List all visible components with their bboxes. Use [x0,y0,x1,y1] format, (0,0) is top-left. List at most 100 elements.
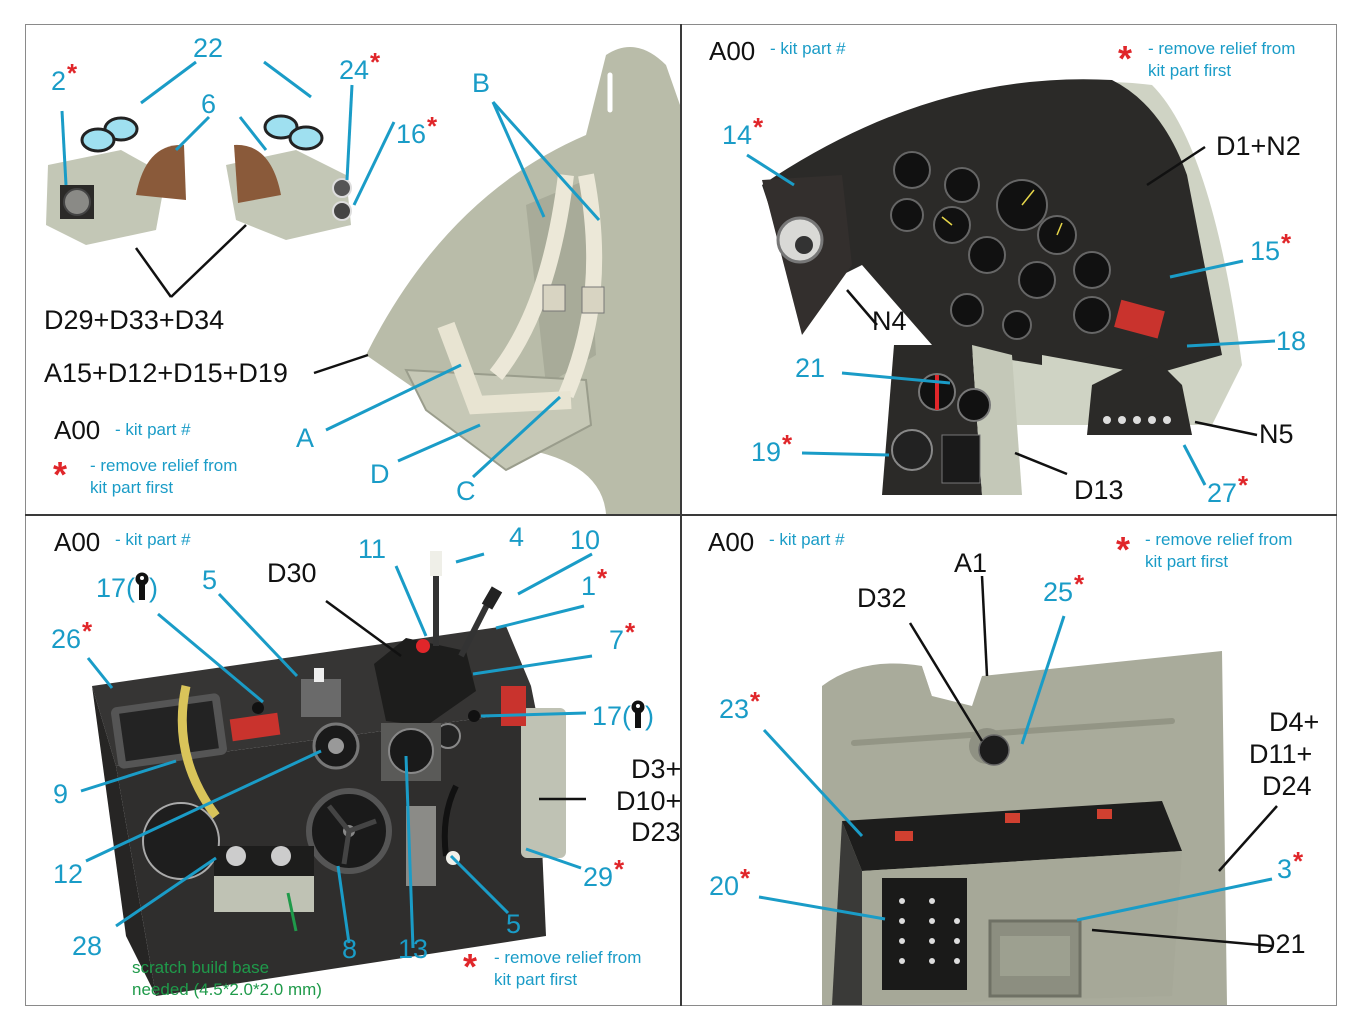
callout-5-bottom: 5 [506,909,522,939]
callout-28: 28 [72,931,103,961]
callout-13: 13 [398,934,429,964]
switch-panel [882,878,967,990]
callout-27: 27* [1207,470,1249,508]
right-console-illustration [758,575,1278,1005]
callout-5-top: 5 [202,565,218,595]
legend-star-icon: * [1118,38,1133,79]
callout-11: 11 [358,534,387,564]
panel-seat-headrests: 2* 22 24* 6 16* B D29+D33+D34 A15+D12+D1… [26,25,680,514]
callout-N5: N5 [1259,419,1294,449]
callout-14: 14* [722,112,764,150]
callout-3: 3* [1277,846,1304,884]
callout-D24: D24 [1262,771,1312,801]
callout-9: 9 [53,779,69,809]
leader-lines-black [325,599,586,801]
callout-D23: D23 [631,817,680,847]
callout-7: 7* [609,617,636,655]
callout-24: 24* [339,47,381,85]
headrest-left [46,116,186,245]
callout-B: B [472,68,491,98]
seat-illustration [46,47,680,514]
callout-17-key-right: 17() [592,700,655,731]
callout-D3: D3+ [631,754,680,784]
horizontal-divider [25,514,1337,516]
left-console-illustration [80,551,593,996]
callout-D30: D30 [267,558,317,588]
key-icon [135,572,149,600]
panel-left-console: A00 - kit part # 4 10 11 D30 1* 17() 5 7… [26,516,680,1005]
callout-D32: D32 [857,583,907,613]
callout-18: 18 [1276,326,1307,356]
callout-D4: D4+ [1269,707,1320,737]
callout-16: 16* [396,111,438,149]
callout-21: 21 [795,353,826,383]
legend-star-icon: * [463,946,478,987]
callout-D21: D21 [1256,929,1306,959]
callout-D11: D11+ [1249,739,1313,769]
gauges [890,151,1111,340]
callout-23: 23* [719,686,761,724]
harness-strap-left [489,174,574,380]
leader-lines-blue [80,552,593,949]
callout-A1: A1 [954,548,988,578]
callout-A: A [296,423,315,453]
callout-12: 12 [53,859,84,889]
callout-15: 15* [1250,228,1292,266]
leader-lines-black [908,575,1278,948]
leader-lines-black [134,224,369,375]
leader-lines-blue [746,153,1276,486]
callout-20: 20* [709,863,751,901]
lap-belt [437,321,572,415]
legend-kit-desc: - kit part # [115,420,191,439]
legend-kit-code: A00 [54,415,101,445]
callout-2: 2* [51,58,78,96]
console-left [92,686,156,996]
callout-6: 6 [201,89,217,119]
legend-kit-desc: - kit part # [115,530,191,549]
legend-kit-desc: - kit part # [769,530,845,549]
callout-29: 29* [583,854,625,892]
callout-D1-N2: D1+N2 [1216,131,1301,161]
gray-box [521,708,566,858]
throttle-quadrant [374,638,476,726]
callout-C: C [456,476,476,506]
legend-kit-code: A00 [54,527,101,557]
callout-A15-D12-D15-D19: A15+D12+D15+D19 [44,358,288,388]
leader-line-green [286,892,298,932]
legend-kit-code: A00 [708,527,755,557]
callout-8: 8 [342,934,358,964]
leader-lines-black [846,145,1258,476]
instrument-panel-illustration [746,79,1276,495]
headrest-right [226,114,352,240]
callout-D29-D33-D34: D29+D33+D34 [44,305,225,335]
callout-N4: N4 [872,306,907,336]
leader-lines-blue [758,615,1273,922]
callout-25: 25* [1043,569,1085,607]
right-wing-panel [1087,355,1192,435]
callout-D: D [370,459,390,489]
callout-19: 19* [751,429,793,467]
callout-4: 4 [509,522,525,552]
leader-lines-blue [60,60,601,479]
yellow-strap [177,685,220,819]
callout-D10: D10+ [616,786,680,816]
key-icon [631,700,645,728]
callout-1: 1* [581,563,608,601]
main-panel [762,79,1222,375]
pedestal-side [972,345,1022,495]
legend-kit-desc: - kit part # [770,39,846,58]
legend-star-icon: * [53,454,68,495]
legend-kit-code: A00 [709,36,756,66]
callout-22: 22 [193,33,224,63]
callout-10: 10 [570,525,601,555]
callout-17-key: 17() [96,572,159,603]
legend-star-icon: * [1116,529,1131,570]
callout-D13: D13 [1074,475,1124,505]
